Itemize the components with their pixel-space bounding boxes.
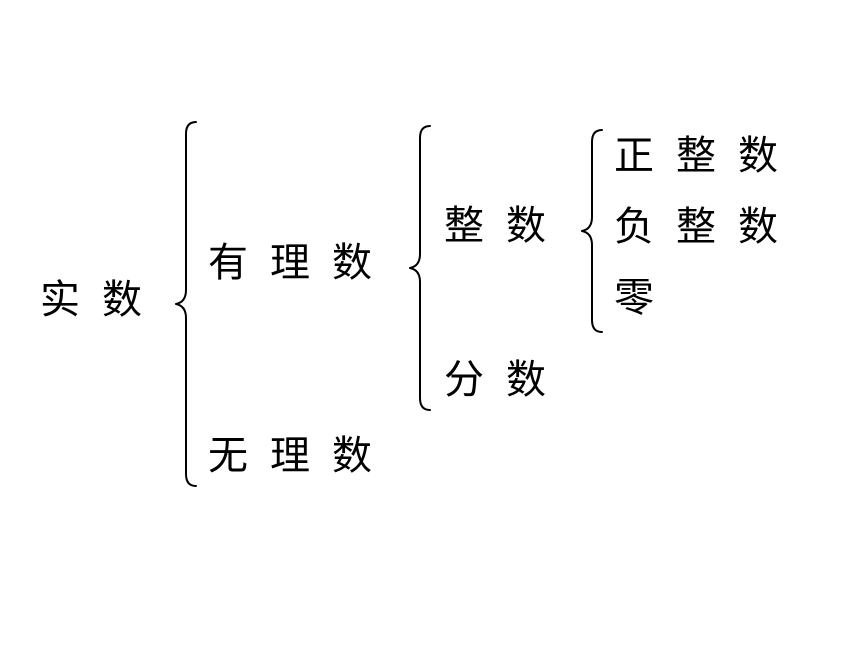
node-irrational-numbers: 无理数 [208,433,394,479]
node-fractions: 分数 [444,357,568,403]
node-zero: 零 [614,275,676,321]
brace-rational-numbers [409,125,431,411]
brace-integers [581,129,603,333]
node-positive-integers: 正整数 [614,133,800,179]
brace-real-numbers [175,121,197,487]
node-negative-integers: 负整数 [614,204,800,250]
node-rational-numbers: 有理数 [208,240,394,286]
node-integers: 整数 [444,203,568,249]
node-real-numbers: 实数 [40,277,164,323]
